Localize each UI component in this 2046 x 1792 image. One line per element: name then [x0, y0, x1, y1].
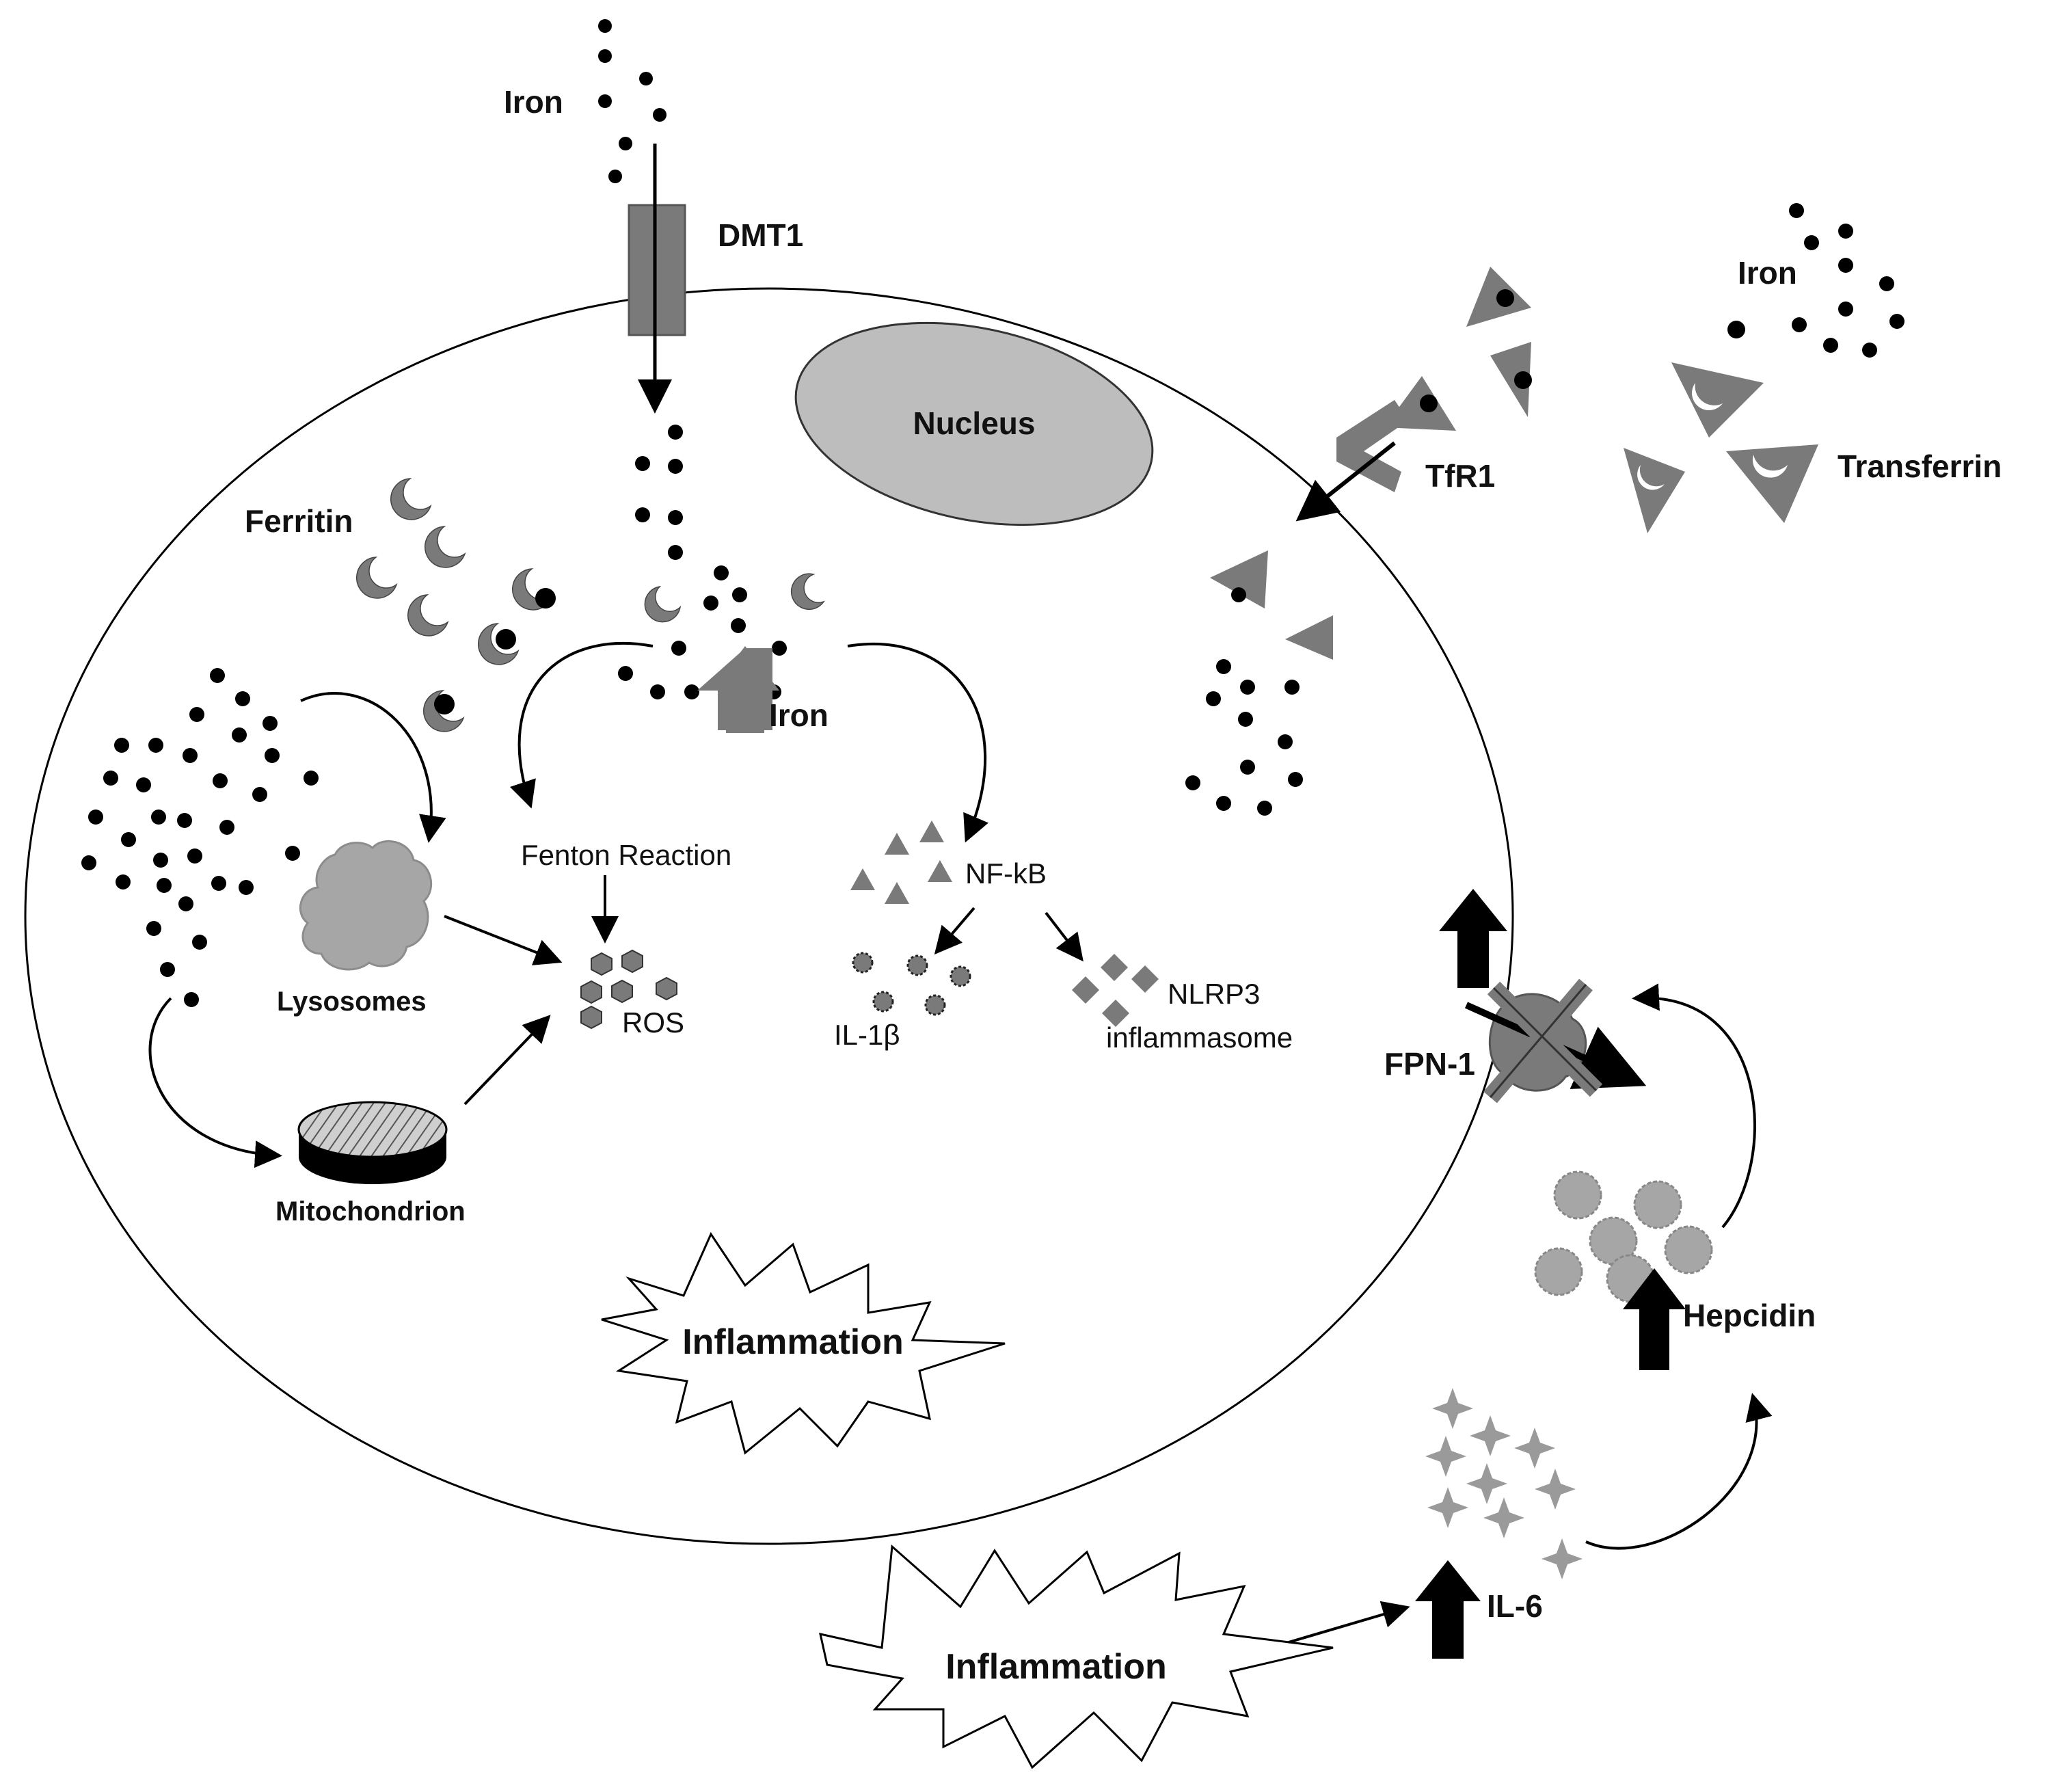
iron-top-label: Iron	[504, 84, 563, 120]
up-arrow-iron-retention	[1439, 889, 1507, 988]
nfkb-label: NF-kB	[965, 857, 1047, 890]
iron-right-label: Iron	[1738, 255, 1797, 291]
inflammation-outer-label: Inflammation	[945, 1647, 1167, 1687]
tfr1-import-arrow	[1295, 441, 1396, 522]
iron-inner-label: Iron	[769, 697, 829, 733]
il6-stars	[1425, 1388, 1583, 1579]
fenton-reaction-label: Fenton Reaction	[521, 839, 731, 871]
dmt1-transporter	[628, 204, 686, 336]
iron-dots-column	[618, 425, 787, 699]
iron-dots-right	[1727, 203, 1904, 358]
nlrp3-label-line1: NLRP3	[1168, 978, 1260, 1010]
nucleus-label: Nucleus	[913, 405, 1036, 441]
transferrin-label: Transferrin	[1838, 449, 2002, 484]
inflammation-inner-label: Inflammation	[682, 1322, 904, 1362]
ferritin-label: Ferritin	[245, 503, 353, 539]
inflammation-burst-inner	[601, 1231, 1006, 1455]
fpn1-block-cross-outline	[1489, 984, 1598, 1098]
fpn1-label: FPN-1	[1384, 1046, 1475, 1082]
tfr1-receptor	[1336, 400, 1408, 492]
il1b-particles	[852, 952, 971, 1016]
ros-label: ROS	[622, 1006, 684, 1039]
iron-dots-top	[598, 19, 667, 183]
hepcidin-particles	[1534, 1171, 1713, 1303]
dmt1-label: DMT1	[718, 217, 803, 253]
iron-increase-arrow-head	[711, 646, 779, 691]
mitochondrion-label: Mitochondrion	[275, 1196, 466, 1227]
iron-dots-left-cluster	[81, 668, 319, 1007]
lysosomes-label: Lysosomes	[277, 987, 427, 1017]
up-arrow-il6	[1415, 1560, 1481, 1659]
nlrp3-label-line2: inflammasome	[1106, 1021, 1293, 1054]
hepcidin-label: Hepcidin	[1683, 1298, 1816, 1333]
hepcidin-to-fpn1-arrow	[1632, 983, 1757, 1229]
transferrin-bound-iron	[1384, 267, 1532, 431]
tfr1-label: TfR1	[1425, 458, 1495, 494]
up-arrow-hepcidin	[1623, 1268, 1686, 1370]
ferritin-bound-iron	[434, 588, 556, 714]
nlrp3-diamonds	[1072, 954, 1159, 1027]
iron-increase-arrow-stem	[726, 689, 764, 733]
internalized-transferrin	[1210, 550, 1333, 660]
mitochondrion-top	[297, 1101, 448, 1158]
nfkb-triangles	[850, 820, 952, 904]
pathway-arrows	[148, 642, 1773, 1644]
il6-label: IL-6	[1487, 1588, 1543, 1624]
cell-membrane	[24, 287, 1514, 1545]
ferritin-crescents	[355, 478, 825, 732]
iron-dots-inside-right	[1185, 587, 1303, 816]
ros-particles	[580, 949, 677, 1030]
il1b-label: IL-1β	[834, 1019, 900, 1051]
inflammation-burst-outer	[819, 1544, 1334, 1769]
nucleus-shape	[794, 321, 1154, 526]
lysosomes-shape	[299, 840, 433, 971]
apo-transferrin	[1624, 362, 1818, 533]
